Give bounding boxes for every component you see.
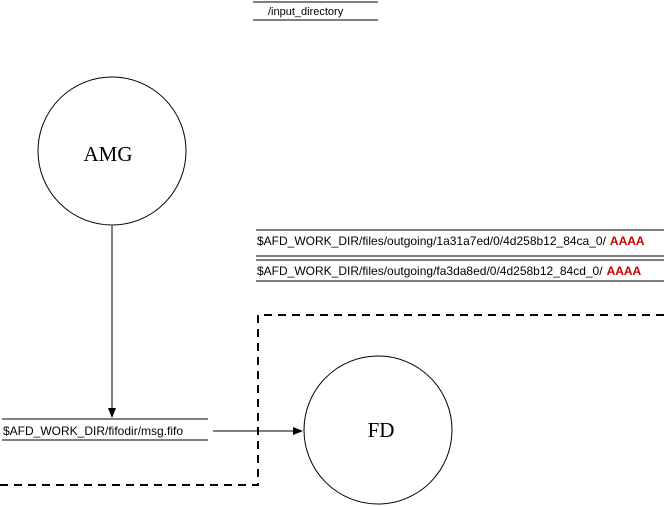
fifo-store: $AFD_WORK_DIR/fifodir/msg.fifo [2, 418, 208, 441]
dashed-boundary [0, 314, 664, 486]
amg-label: AMG [83, 142, 132, 166]
outgoing-list: $AFD_WORK_DIR/files/outgoing/1a31a7ed/0/… [256, 229, 664, 282]
fd-label: FD [368, 418, 395, 442]
amg-node: AMG [37, 76, 187, 226]
outgoing-path-0: $AFD_WORK_DIR/files/outgoing/1a31a7ed/0/… [257, 234, 607, 248]
outgoing-path-1: $AFD_WORK_DIR/files/outgoing/fa3da8ed/0/… [257, 264, 603, 278]
input-directory-label: /input_directory [268, 6, 344, 18]
outgoing-tag-0: AAAA [610, 234, 645, 248]
fifo-path-label: $AFD_WORK_DIR/fifodir/msg.fifo [3, 424, 183, 438]
outgoing-tag-1: AAAA [607, 264, 642, 278]
fd-node: FD [303, 355, 453, 505]
fd-circle [303, 355, 453, 505]
input-directory: /input_directory [253, 1, 378, 21]
outgoing-entry-0: $AFD_WORK_DIR/files/outgoing/1a31a7ed/0/… [257, 234, 645, 248]
outgoing-entry-1: $AFD_WORK_DIR/files/outgoing/fa3da8ed/0/… [257, 264, 642, 278]
amg-circle [37, 76, 187, 226]
